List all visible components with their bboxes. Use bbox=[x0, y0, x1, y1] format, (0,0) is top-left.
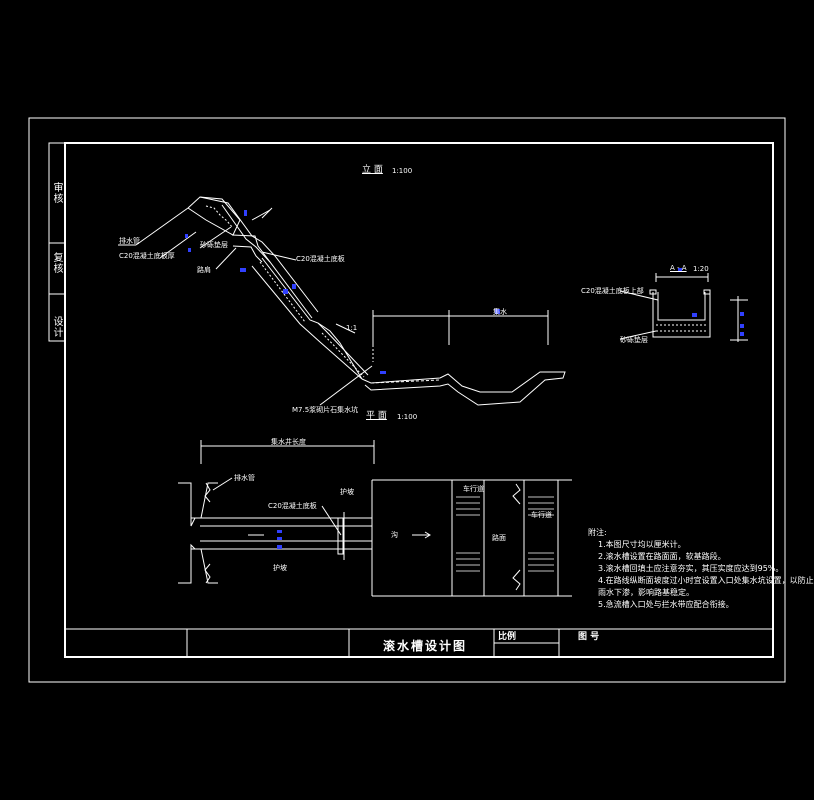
drawing-frame bbox=[64, 142, 774, 658]
note-item: 3.滚水槽回填土应注意夯实，其压实度应达到95%。 bbox=[598, 564, 784, 573]
label-c20-mid: C20混凝土底板 bbox=[296, 255, 345, 263]
label-road-left-bottom: 护坡 bbox=[273, 564, 287, 572]
scale-label: 比例 bbox=[498, 632, 517, 642]
label-roadway: 路面 bbox=[492, 534, 506, 542]
plan-title: 平 面 bbox=[366, 411, 387, 421]
label-m75: M7.5浆砌片石集水坑 bbox=[292, 406, 359, 414]
label-c20-left: C20混凝土底板厚 bbox=[119, 252, 175, 260]
section-title: A - A bbox=[670, 264, 687, 272]
side-label-check: 复核 bbox=[51, 252, 62, 274]
elevation-dimension-markers bbox=[185, 210, 500, 374]
label-gravel-section: 砂砾垫层 bbox=[620, 336, 648, 344]
plan-dimension-markers bbox=[277, 530, 282, 549]
section-scale: 1:20 bbox=[693, 265, 709, 273]
side-approval-block bbox=[48, 142, 66, 342]
side-label-review: 审核 bbox=[51, 182, 62, 204]
label-plan-c20: C20混凝土底板 bbox=[268, 502, 317, 510]
plan-scale: 1:100 bbox=[397, 413, 418, 421]
title-block bbox=[65, 628, 773, 657]
label-plan-pipe: 排水管 bbox=[234, 474, 255, 482]
elevation-scale: 1:100 bbox=[392, 167, 413, 175]
label-lane-a: 车行道 bbox=[463, 485, 484, 493]
note-item: 雨水下渗，影响路基稳定。 bbox=[598, 588, 694, 597]
drawing-title: 滚水槽设计图 bbox=[383, 639, 468, 653]
elevation-title: 立 面 bbox=[362, 165, 383, 175]
label-slope: 1:1 bbox=[346, 324, 358, 332]
label-road-left: 护坡 bbox=[340, 488, 354, 496]
drawing-no-label: 图 号 bbox=[578, 632, 600, 642]
section-dimension-markers bbox=[678, 268, 744, 336]
notes-block: 附注: 1.本图尺寸均以厘米计。 2.滚水槽设置在路面面，软基路段。 3.滚水槽… bbox=[588, 527, 814, 611]
sheet-outer-border bbox=[28, 117, 786, 683]
label-c20-section: C20混凝土底板上部 bbox=[581, 287, 644, 295]
elevation-view bbox=[118, 196, 566, 406]
label-gravel: 砂砾垫层 bbox=[200, 241, 228, 249]
label-lane-b: 车行道 bbox=[531, 511, 552, 519]
note-item: 4.在路线纵断面坡度过小时宜设置入口处集水坑设置，以防止 bbox=[598, 576, 814, 585]
label-pipe: 排水管 bbox=[119, 237, 140, 245]
note-item: 5.急流槽入口处与拦水带应配合衔接。 bbox=[598, 600, 734, 609]
label-shoulder: 路肩 bbox=[197, 266, 211, 274]
side-label-design: 设计 bbox=[51, 316, 62, 338]
label-elev-dim: 集水 bbox=[493, 308, 507, 316]
notes-heading: 附注: bbox=[588, 528, 607, 537]
section-aa-view bbox=[619, 273, 748, 342]
note-item: 2.滚水槽设置在路面面，软基路段。 bbox=[598, 552, 726, 561]
note-item: 1.本图尺寸均以厘米计。 bbox=[598, 540, 686, 549]
label-channel: 沟 bbox=[391, 531, 398, 539]
label-plan-top-dim: 集水井长度 bbox=[271, 438, 306, 446]
plan-view bbox=[178, 440, 572, 597]
